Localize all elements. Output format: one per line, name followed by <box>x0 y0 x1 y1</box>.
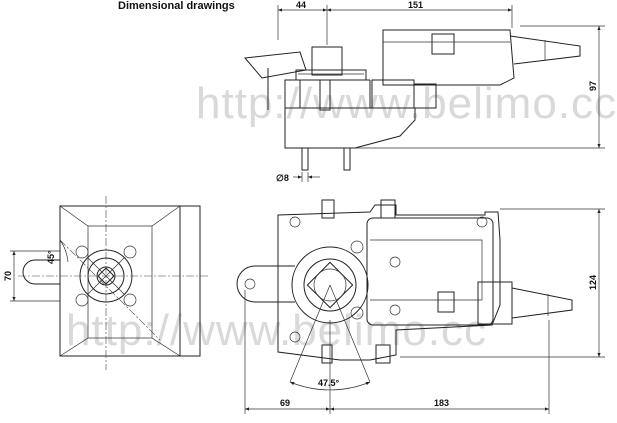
top-view: 47.5° 124 69 183 <box>236 199 605 414</box>
watermark-top: http://www.belimo.cc <box>196 79 617 128</box>
dim-side-97: 97 <box>588 81 598 91</box>
drawing-title: Dimensional drawings <box>118 0 235 12</box>
watermark-bottom: http://www.belimo.cc <box>66 306 487 355</box>
dim-front-angle: 45° <box>46 250 56 264</box>
side-view: 44 151 97 ∅ <box>244 0 605 183</box>
dim-top-151: 151 <box>408 0 423 10</box>
dim-top-124: 124 <box>588 275 598 290</box>
dim-shaft-diameter: ∅8 <box>276 173 289 183</box>
dim-top-44: 44 <box>296 0 306 10</box>
dim-bottom-69: 69 <box>280 398 290 408</box>
dim-rotation-angle: 47.5° <box>318 378 340 388</box>
dim-bottom-183: 183 <box>434 398 449 408</box>
front-view: 70 45° <box>3 196 210 370</box>
dim-front-70: 70 <box>3 271 13 281</box>
